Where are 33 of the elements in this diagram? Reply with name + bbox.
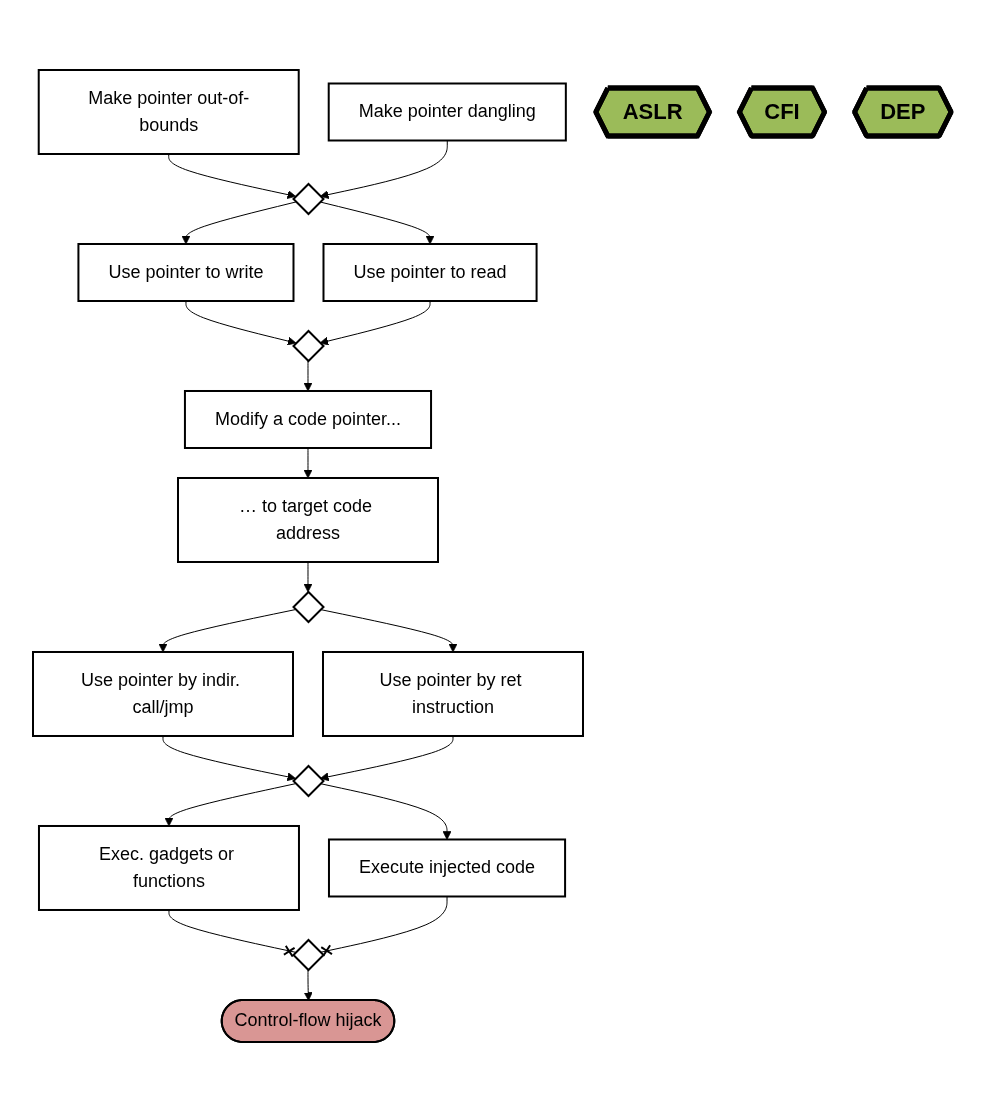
node-box: Use pointer by ret instruction xyxy=(322,650,585,737)
node-box: Use pointer by indir. call/jmp xyxy=(32,650,295,737)
arrow xyxy=(162,735,297,781)
arrow xyxy=(185,300,297,345)
arrow xyxy=(159,608,297,652)
arrow xyxy=(320,782,452,840)
node-box: Modify a code pointer... xyxy=(184,389,433,449)
node-box: Exec. gadgets or functions xyxy=(38,824,301,911)
arrow xyxy=(320,608,458,652)
arrow xyxy=(320,139,449,199)
node-box: … to target code address xyxy=(177,476,440,563)
node-diamond xyxy=(292,329,326,362)
node-diamond xyxy=(292,938,326,971)
arrow xyxy=(182,200,297,244)
node-box: Make pointer out-of-bounds xyxy=(38,68,301,155)
node-diamond xyxy=(292,764,326,797)
arrow xyxy=(304,360,313,391)
node-box: Make pointer dangling xyxy=(328,82,568,141)
connector xyxy=(168,909,297,958)
arrow xyxy=(320,735,454,781)
connector xyxy=(320,895,448,957)
node-diamond xyxy=(292,590,326,623)
node-box: Use pointer to write xyxy=(77,242,295,302)
node-box: Use pointer to read xyxy=(322,242,538,302)
arrow xyxy=(320,200,435,244)
node-diamond xyxy=(292,182,326,215)
arrow xyxy=(304,447,313,478)
arrow xyxy=(320,300,431,345)
arrow xyxy=(304,969,314,1001)
arrow xyxy=(304,561,313,592)
node-box: Execute injected code xyxy=(328,838,567,897)
arrow xyxy=(168,153,297,199)
arrow xyxy=(165,782,297,826)
